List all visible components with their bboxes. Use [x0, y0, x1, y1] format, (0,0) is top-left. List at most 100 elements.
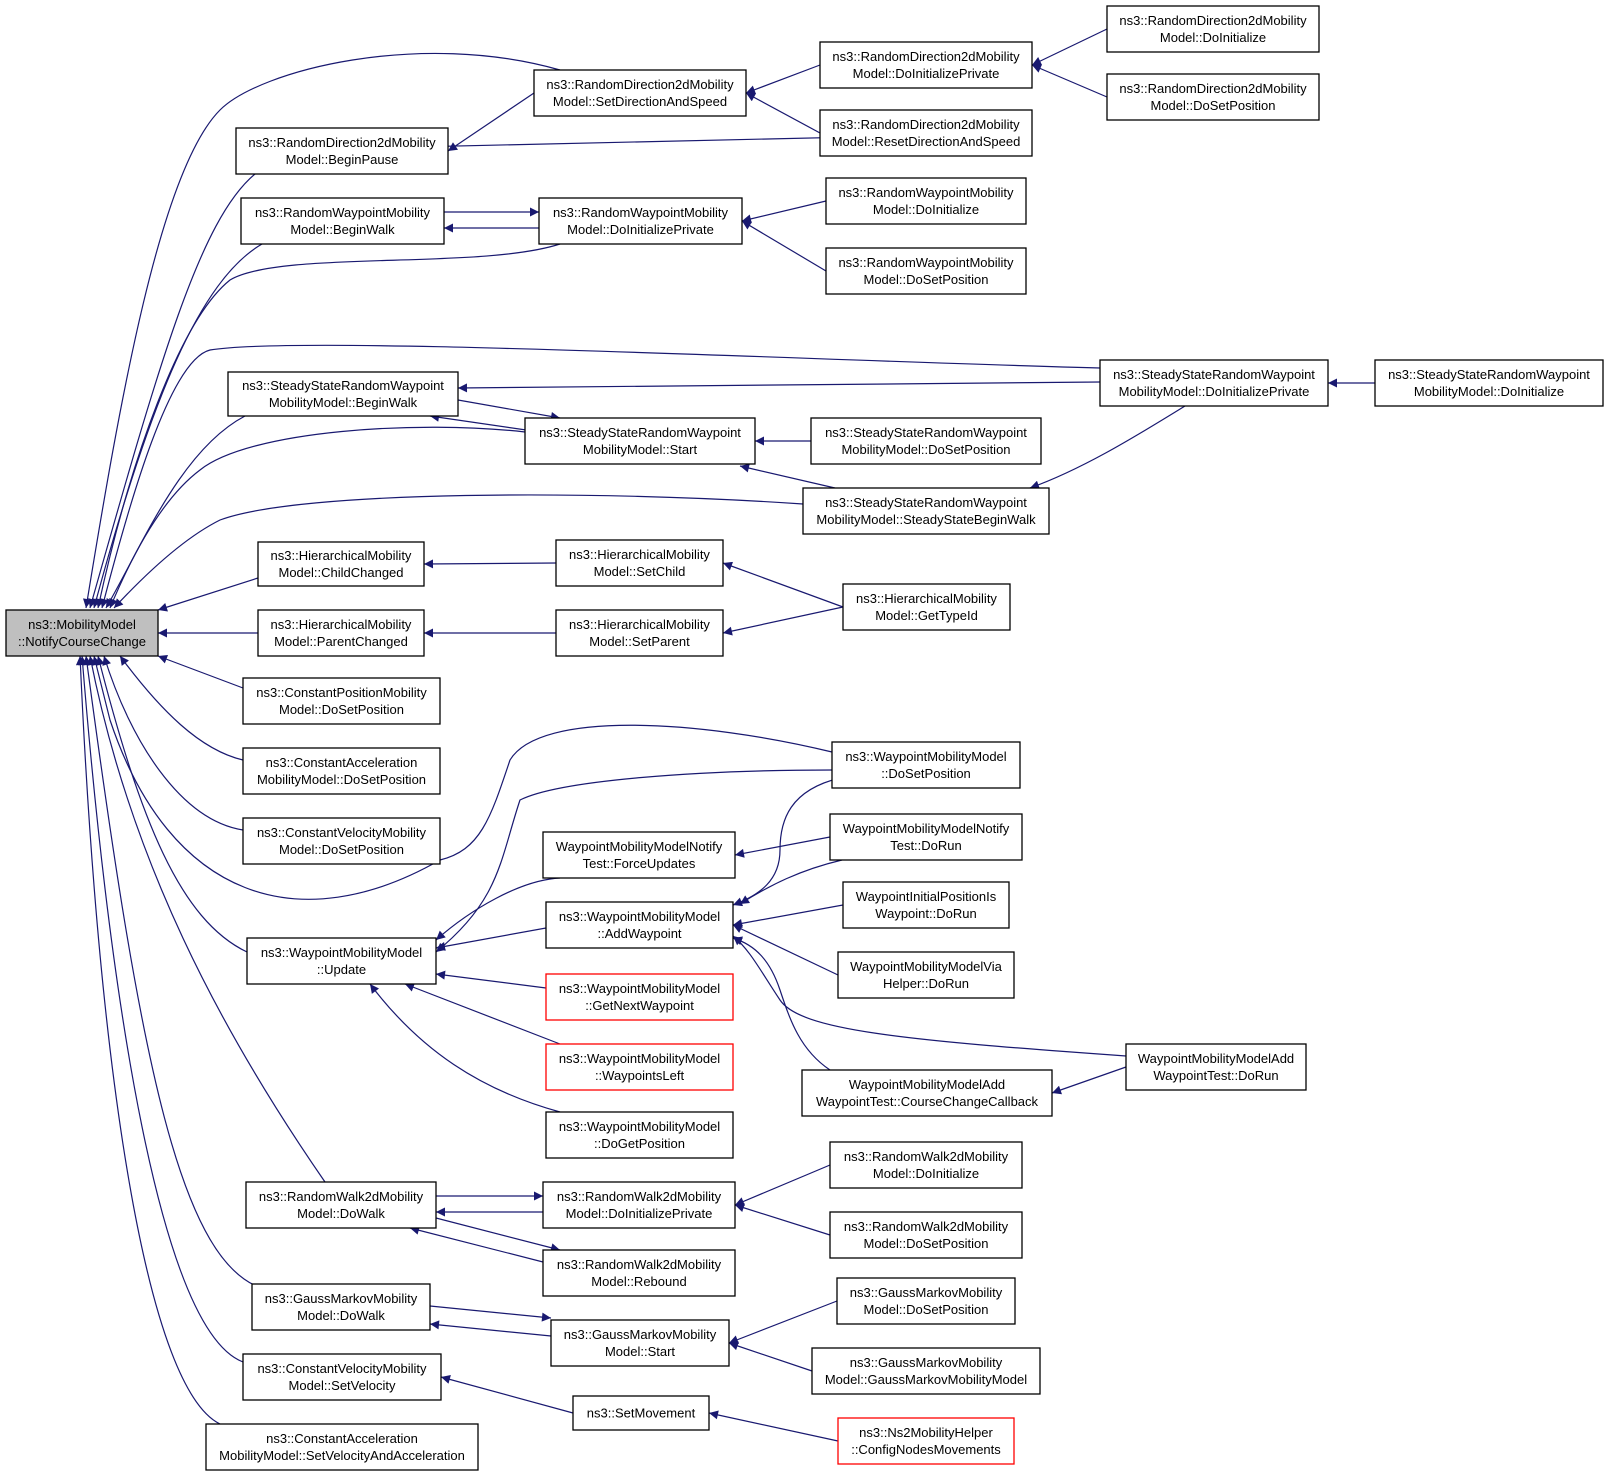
node-label-line: ns3::HierarchicalMobility	[856, 591, 997, 606]
node-ss_ssbw[interactable]: ns3::SteadyStateRandomWaypointMobilityMo…	[802, 487, 1050, 535]
node-rd_rds[interactable]: ns3::RandomDirection2dMobilityModel::Res…	[819, 109, 1033, 157]
node-label-line: ns3::HierarchicalMobility	[569, 547, 710, 562]
node-cv_sv[interactable]: ns3::ConstantVelocityMobilityModel::SetV…	[242, 1353, 442, 1401]
node-wpa_ccc[interactable]: WaypointMobilityModelAddWaypointTest::Co…	[801, 1069, 1053, 1117]
edge-gm_gmm-to-gm_start	[728, 1341, 813, 1372]
node-rw_bw[interactable]: ns3::RandomWaypointMobilityModel::BeginW…	[240, 197, 445, 245]
edge-rw_bw-to-root	[91, 243, 263, 609]
edge-ca_sva-to-root	[75, 655, 221, 1425]
node-ca_sva[interactable]: ns3::ConstantAccelerationMobilityModel::…	[205, 1423, 479, 1471]
node-setmov[interactable]: ns3::SetMovement	[572, 1395, 710, 1431]
node-ss_bw[interactable]: ns3::SteadyStateRandomWaypointMobilityMo…	[227, 371, 459, 417]
node-label-line: Model::ResetDirectionAndSpeed	[832, 134, 1021, 149]
node-wp_gnw[interactable]: ns3::WaypointMobilityModel::GetNextWaypo…	[545, 973, 734, 1021]
node-box	[227, 371, 459, 417]
node-rd_di[interactable]: ns3::RandomDirection2dMobilityModel::DoI…	[1106, 5, 1320, 53]
node-rd_bp[interactable]: ns3::RandomDirection2dMobilityModel::Beg…	[235, 127, 449, 175]
node-rw_di[interactable]: ns3::RandomWaypointMobilityModel::DoInit…	[825, 177, 1027, 225]
edge-wpn_dr-to-wp_aw	[739, 859, 843, 905]
node-wp_wl[interactable]: ns3::WaypointMobilityModel::WaypointsLef…	[545, 1043, 734, 1091]
node-label-line: ns3::ConstantVelocityMobility	[257, 825, 427, 840]
node-label-line: Model::Rebound	[591, 1274, 686, 1289]
node-label-line: Model::DoWalk	[297, 1308, 385, 1323]
node-label-line: MobilityModel::DoInitialize	[1414, 384, 1564, 399]
node-label-line: ns3::WaypointMobilityModel	[559, 1051, 720, 1066]
node-label-line: ns3::RandomDirection2dMobility	[832, 49, 1020, 64]
edge-cv_sv-to-root	[78, 655, 244, 1363]
node-label-line: ns3::SteadyStateRandomWaypoint	[825, 495, 1027, 510]
node-gm_dsp[interactable]: ns3::GaussMarkovMobilityModel::DoSetPosi…	[836, 1277, 1016, 1325]
node-r2_dsp[interactable]: ns3::RandomWalk2dMobilityModel::DoSetPos…	[829, 1211, 1023, 1259]
node-label-line: ::DoSetPosition	[881, 766, 971, 781]
edge-cv_dsp-to-root	[102, 655, 244, 831]
node-label-line: Waypoint::DoRun	[875, 906, 976, 921]
edge-wp_wl-to-wp_upd	[404, 983, 561, 1045]
node-box	[245, 1181, 437, 1229]
node-wp_dsp[interactable]: ns3::WaypointMobilityModel::DoSetPositio…	[831, 741, 1021, 789]
node-box	[542, 1249, 736, 1297]
edge-wp_dsp-to-wp_upd	[435, 769, 833, 953]
node-label-line: ns3::WaypointMobilityModel	[559, 1119, 720, 1134]
node-h_sp[interactable]: ns3::HierarchicalMobilityModel::SetParen…	[555, 609, 724, 657]
node-h_pc[interactable]: ns3::HierarchicalMobilityModel::ParentCh…	[257, 609, 425, 657]
node-rd_dip[interactable]: ns3::RandomDirection2dMobilityModel::DoI…	[819, 41, 1033, 89]
node-label-line: ::WaypointsLeft	[595, 1068, 685, 1083]
edge-wpn_dr-to-wpn_fu	[734, 836, 831, 858]
node-rd_sds[interactable]: ns3::RandomDirection2dMobilityModel::Set…	[533, 69, 747, 117]
node-label-line: ns3::RandomDirection2dMobility	[1119, 81, 1307, 96]
node-ns2_cnm[interactable]: ns3::Ns2MobilityHelper::ConfigNodesMovem…	[837, 1417, 1015, 1465]
node-box	[545, 973, 734, 1021]
node-label-line: ns3::RandomWalk2dMobility	[844, 1149, 1009, 1164]
node-cp_dsp[interactable]: ns3::ConstantPositionMobilityModel::DoSe…	[242, 677, 441, 725]
node-label-line: WaypointTest::DoRun	[1153, 1068, 1278, 1083]
edge-ss_dip-to-root	[99, 344, 1101, 609]
node-root[interactable]: ns3::MobilityModel::NotifyCourseChange	[5, 609, 159, 657]
edge-h_cc-to-root	[157, 577, 259, 612]
edge-rw_dip-to-root	[95, 243, 561, 609]
node-rw_dsp[interactable]: ns3::RandomWaypointMobilityModel::DoSetP…	[825, 247, 1027, 295]
node-gm_dw[interactable]: ns3::GaussMarkovMobilityModel::DoWalk	[251, 1283, 431, 1331]
node-ss_dip[interactable]: ns3::SteadyStateRandomWaypointMobilityMo…	[1099, 359, 1329, 407]
node-rw_dip[interactable]: ns3::RandomWaypointMobilityModel::DoInit…	[538, 197, 743, 245]
node-box	[1106, 5, 1320, 53]
node-label-line: ns3::Ns2MobilityHelper	[859, 1425, 993, 1440]
node-h_gti[interactable]: ns3::HierarchicalMobilityModel::GetTypeI…	[842, 583, 1011, 631]
node-wp_dgp[interactable]: ns3::WaypointMobilityModel::DoGetPositio…	[545, 1111, 734, 1159]
edge-rd_dip-to-rd_sds	[745, 64, 821, 95]
node-h_cc[interactable]: ns3::HierarchicalMobilityModel::ChildCha…	[257, 541, 425, 587]
node-rd_dsp[interactable]: ns3::RandomDirection2dMobilityModel::DoS…	[1106, 73, 1320, 121]
edge-rd_sds-to-root	[83, 52, 561, 609]
node-label-line: Model::BeginWalk	[290, 222, 395, 237]
node-label-line: Model::DoInitialize	[873, 1166, 979, 1181]
node-box	[242, 677, 441, 725]
node-box	[545, 1043, 734, 1091]
node-wp_aw[interactable]: ns3::WaypointMobilityModel::AddWaypoint	[545, 901, 734, 949]
node-label-line: Model::GaussMarkovMobilityModel	[825, 1372, 1027, 1387]
node-ca_dsp[interactable]: ns3::ConstantAccelerationMobilityModel::…	[242, 747, 441, 795]
node-box	[836, 1277, 1016, 1325]
node-label-line: ns3::ConstantVelocityMobility	[257, 1361, 427, 1376]
node-wpa_dr[interactable]: WaypointMobilityModelAddWaypointTest::Do…	[1125, 1043, 1307, 1091]
node-ss_start[interactable]: ns3::SteadyStateRandomWaypointMobilityMo…	[524, 417, 756, 465]
node-gm_start[interactable]: ns3::GaussMarkovMobilityModel::Start	[550, 1319, 730, 1367]
node-gm_gmm[interactable]: ns3::GaussMarkovMobilityModel::GaussMark…	[811, 1347, 1041, 1395]
node-label-line: MobilityModel::Start	[583, 442, 698, 457]
edge-rw_dsp-to-rw_dip	[741, 220, 827, 272]
node-label-line: ns3::SteadyStateRandomWaypoint	[539, 425, 741, 440]
node-label-line: MobilityModel::DoSetPosition	[841, 442, 1010, 457]
node-wpn_fu[interactable]: WaypointMobilityModelNotifyTest::ForceUp…	[542, 831, 736, 879]
node-r2_dip[interactable]: ns3::RandomWalk2dMobilityModel::DoInitia…	[542, 1181, 736, 1229]
node-label-line: ns3::ConstantAcceleration	[266, 1431, 418, 1446]
node-r2_di[interactable]: ns3::RandomWalk2dMobilityModel::DoInitia…	[829, 1141, 1023, 1189]
node-wp_upd[interactable]: ns3::WaypointMobilityModel::Update	[246, 937, 437, 985]
node-box	[242, 1353, 442, 1401]
node-cv_dsp[interactable]: ns3::ConstantVelocityMobilityModel::DoSe…	[242, 817, 441, 865]
node-ss_dsp[interactable]: ns3::SteadyStateRandomWaypointMobilityMo…	[810, 417, 1042, 465]
node-ss_di[interactable]: ns3::SteadyStateRandomWaypointMobilityMo…	[1374, 359, 1604, 407]
